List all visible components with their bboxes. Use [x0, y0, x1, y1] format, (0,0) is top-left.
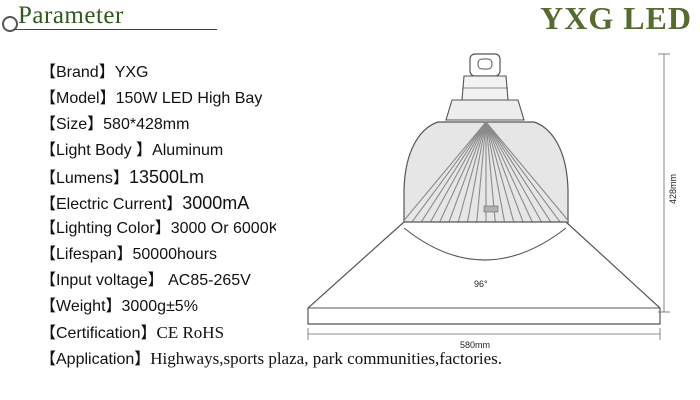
spec-row-brand: 【Brand】YXG	[40, 60, 502, 86]
high-bay-lamp-drawing: 96° 428mm 580mm	[307, 53, 678, 350]
spec-key: 【Electric Current】	[40, 196, 183, 213]
spec-row-light-body: 【Light Body 】Aluminum	[40, 138, 502, 164]
spec-row-lighting-color: 【Lighting Color】3000 Or 6000K	[40, 216, 502, 242]
spec-value: 3000 Or 6000K	[170, 220, 276, 237]
spec-value: 50000hours	[132, 246, 218, 263]
spec-value: YXG	[114, 64, 149, 81]
spec-row-input-voltage: 【Input voltage】 AC85-265V	[40, 268, 502, 294]
driver-cap	[445, 99, 525, 121]
spec-value: 580*428mm	[103, 116, 190, 133]
spec-row-weight: 【Weight】3000g±5%	[40, 294, 502, 320]
header-circle-ornament	[2, 16, 18, 32]
spec-key: 【Application】	[40, 351, 151, 368]
spec-row-size: 【Size】580*428mm	[40, 112, 502, 138]
hook-eye	[477, 58, 493, 70]
beam-angle-label: 96°	[474, 279, 488, 289]
dome-label-plate	[483, 205, 499, 213]
spec-value: 3000mA	[182, 193, 250, 213]
spec-row-certification: 【Certification】CE RoHS	[40, 320, 502, 346]
spec-key: 【Model】	[40, 90, 116, 107]
header-underline	[14, 29, 217, 30]
spec-key: 【Lifespan】	[40, 246, 133, 263]
spec-value: AC85-265V	[163, 272, 251, 289]
spec-value: CE RoHS	[156, 323, 225, 342]
page-title: Parameter	[18, 2, 124, 29]
spec-key: 【Size】	[40, 116, 104, 133]
spec-key: 【Certification】	[40, 325, 157, 342]
spec-list: 【Brand】YXG 【Model】150W LED High Bay 【Siz…	[40, 60, 502, 372]
heat-sink-fins	[404, 122, 568, 228]
width-dimension-label: 580mm	[460, 340, 490, 350]
reflector-cone	[307, 221, 661, 325]
spec-value: 3000g±5%	[121, 298, 198, 315]
spec-row-electric-current: 【Electric Current】3000mA	[40, 190, 502, 216]
spec-key: 【Brand】	[40, 64, 115, 81]
spec-key: 【Input voltage】	[40, 272, 164, 289]
spec-value: 150W LED High Bay	[115, 90, 263, 107]
spec-value: Aluminum	[152, 142, 224, 159]
height-dimension-label: 428mm	[668, 174, 678, 204]
spec-key: 【Light Body 】	[40, 142, 153, 159]
spec-row-lumens: 【Lumens】13500Lm	[40, 164, 502, 190]
spec-key: 【Lumens】	[40, 170, 129, 187]
spec-value: Highways,sports plaza, park communities,…	[150, 349, 502, 368]
spec-row-application: 【Application】Highways,sports plaza, park…	[40, 346, 502, 372]
spec-key: 【Lighting Color】	[40, 220, 171, 237]
lens-arc	[403, 227, 567, 261]
spec-key: 【Weight】	[40, 298, 122, 315]
spec-row-model: 【Model】150W LED High Bay	[40, 86, 502, 112]
spec-value: 13500Lm	[128, 167, 204, 187]
spec-row-lifespan: 【Lifespan】50000hours	[40, 242, 502, 268]
brand-logo: YXG LED	[540, 0, 692, 36]
